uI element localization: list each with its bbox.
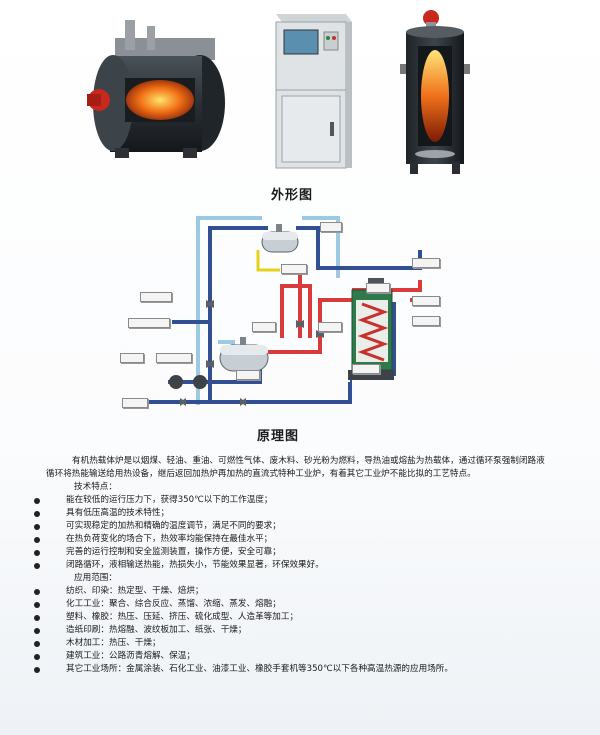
diagram-tag	[412, 296, 440, 306]
diagram-tag	[281, 264, 307, 274]
features-heading: 技术特点：	[74, 482, 117, 492]
list-item: 可实现稳定的加热和精确的温度调节，满足不同的要求；	[34, 520, 546, 533]
diagram-tag	[156, 353, 192, 363]
list-item: 能在较低的运行压力下，获得350℃以下的工作温度；	[34, 494, 546, 507]
diagram-tag	[122, 398, 148, 408]
diagram-tag	[140, 292, 172, 302]
diagram-tag	[366, 283, 390, 293]
diagram-tag	[236, 370, 260, 380]
list-item: 在热负荷变化的场合下，热效率均能保持在最佳水平；	[34, 533, 546, 546]
list-item: 化工工业：聚合、综合反应、蒸馏、浓缩、蒸发、熔融；	[34, 598, 546, 611]
list-item: 木材加工：热压、干燥；	[34, 637, 546, 650]
diagram-tag	[318, 322, 342, 332]
intro-paragraph: 有机热载体炉是以烟煤、轻油、重油、可燃性气体、废木料、砂光粉为燃料，导热油或熔盐…	[46, 456, 545, 479]
principle-diagram	[140, 216, 438, 406]
list-item: 完善的运行控制和安全监测装置，操作方便，安全可靠；	[34, 546, 546, 559]
list-item: 建筑工业：公路沥青熔解、保温；	[34, 650, 546, 663]
list-item: 塑料、橡胶：热压、压延、挤压、硫化成型、人造革等加工；	[34, 611, 546, 624]
list-item: 闭路循环，液相输送热能，热损失小，节能效果显著，环保效果好。	[34, 559, 546, 572]
applications-heading: 应用范围：	[74, 573, 117, 583]
diagram-tag	[128, 318, 170, 328]
features-list: 能在较低的运行压力下，获得350℃以下的工作温度； 具有低压高温的技术特性； 可…	[34, 494, 546, 572]
list-item: 具有低压高温的技术特性；	[34, 507, 546, 520]
oil-storage-tank	[219, 337, 269, 372]
diagram-tag	[352, 364, 380, 374]
expansion-tank	[261, 224, 299, 253]
vertical-boiler-image	[400, 10, 470, 174]
description-block: 有机热载体炉是以烟煤、轻油、重油、可燃性气体、废木料、砂光粉为燃料，导热油或熔盐…	[34, 455, 546, 676]
valves	[180, 300, 324, 406]
diagram-tag	[412, 258, 440, 268]
list-item: 纺织、印染：热定型、干燥、焙烘；	[34, 585, 546, 598]
expansion-pipe	[256, 250, 280, 272]
applications-list: 纺织、印染：热定型、干燥、焙烘； 化工工业：聚合、综合反应、蒸馏、浓缩、蒸发、熔…	[34, 585, 546, 676]
list-item: 造纸印刷：热熔融、波纹板加工、纸张、干燥；	[34, 624, 546, 637]
diagram-tag	[252, 322, 276, 332]
heating-furnace	[348, 278, 394, 380]
principle-caption: 原理图	[257, 429, 300, 444]
diagram-tag	[120, 353, 144, 363]
appearance-caption: 外形图	[271, 188, 314, 203]
control-cabinet-image	[275, 14, 352, 169]
diagram-tag	[412, 316, 440, 326]
list-item: 其它工业场所：金属涂装、石化工业、油漆工业、橡胶手套机等350℃以下各种高温热源…	[34, 663, 546, 676]
horizontal-boiler-image	[87, 20, 225, 158]
circulation-pumps	[169, 375, 207, 389]
diagram-tag	[320, 222, 342, 232]
